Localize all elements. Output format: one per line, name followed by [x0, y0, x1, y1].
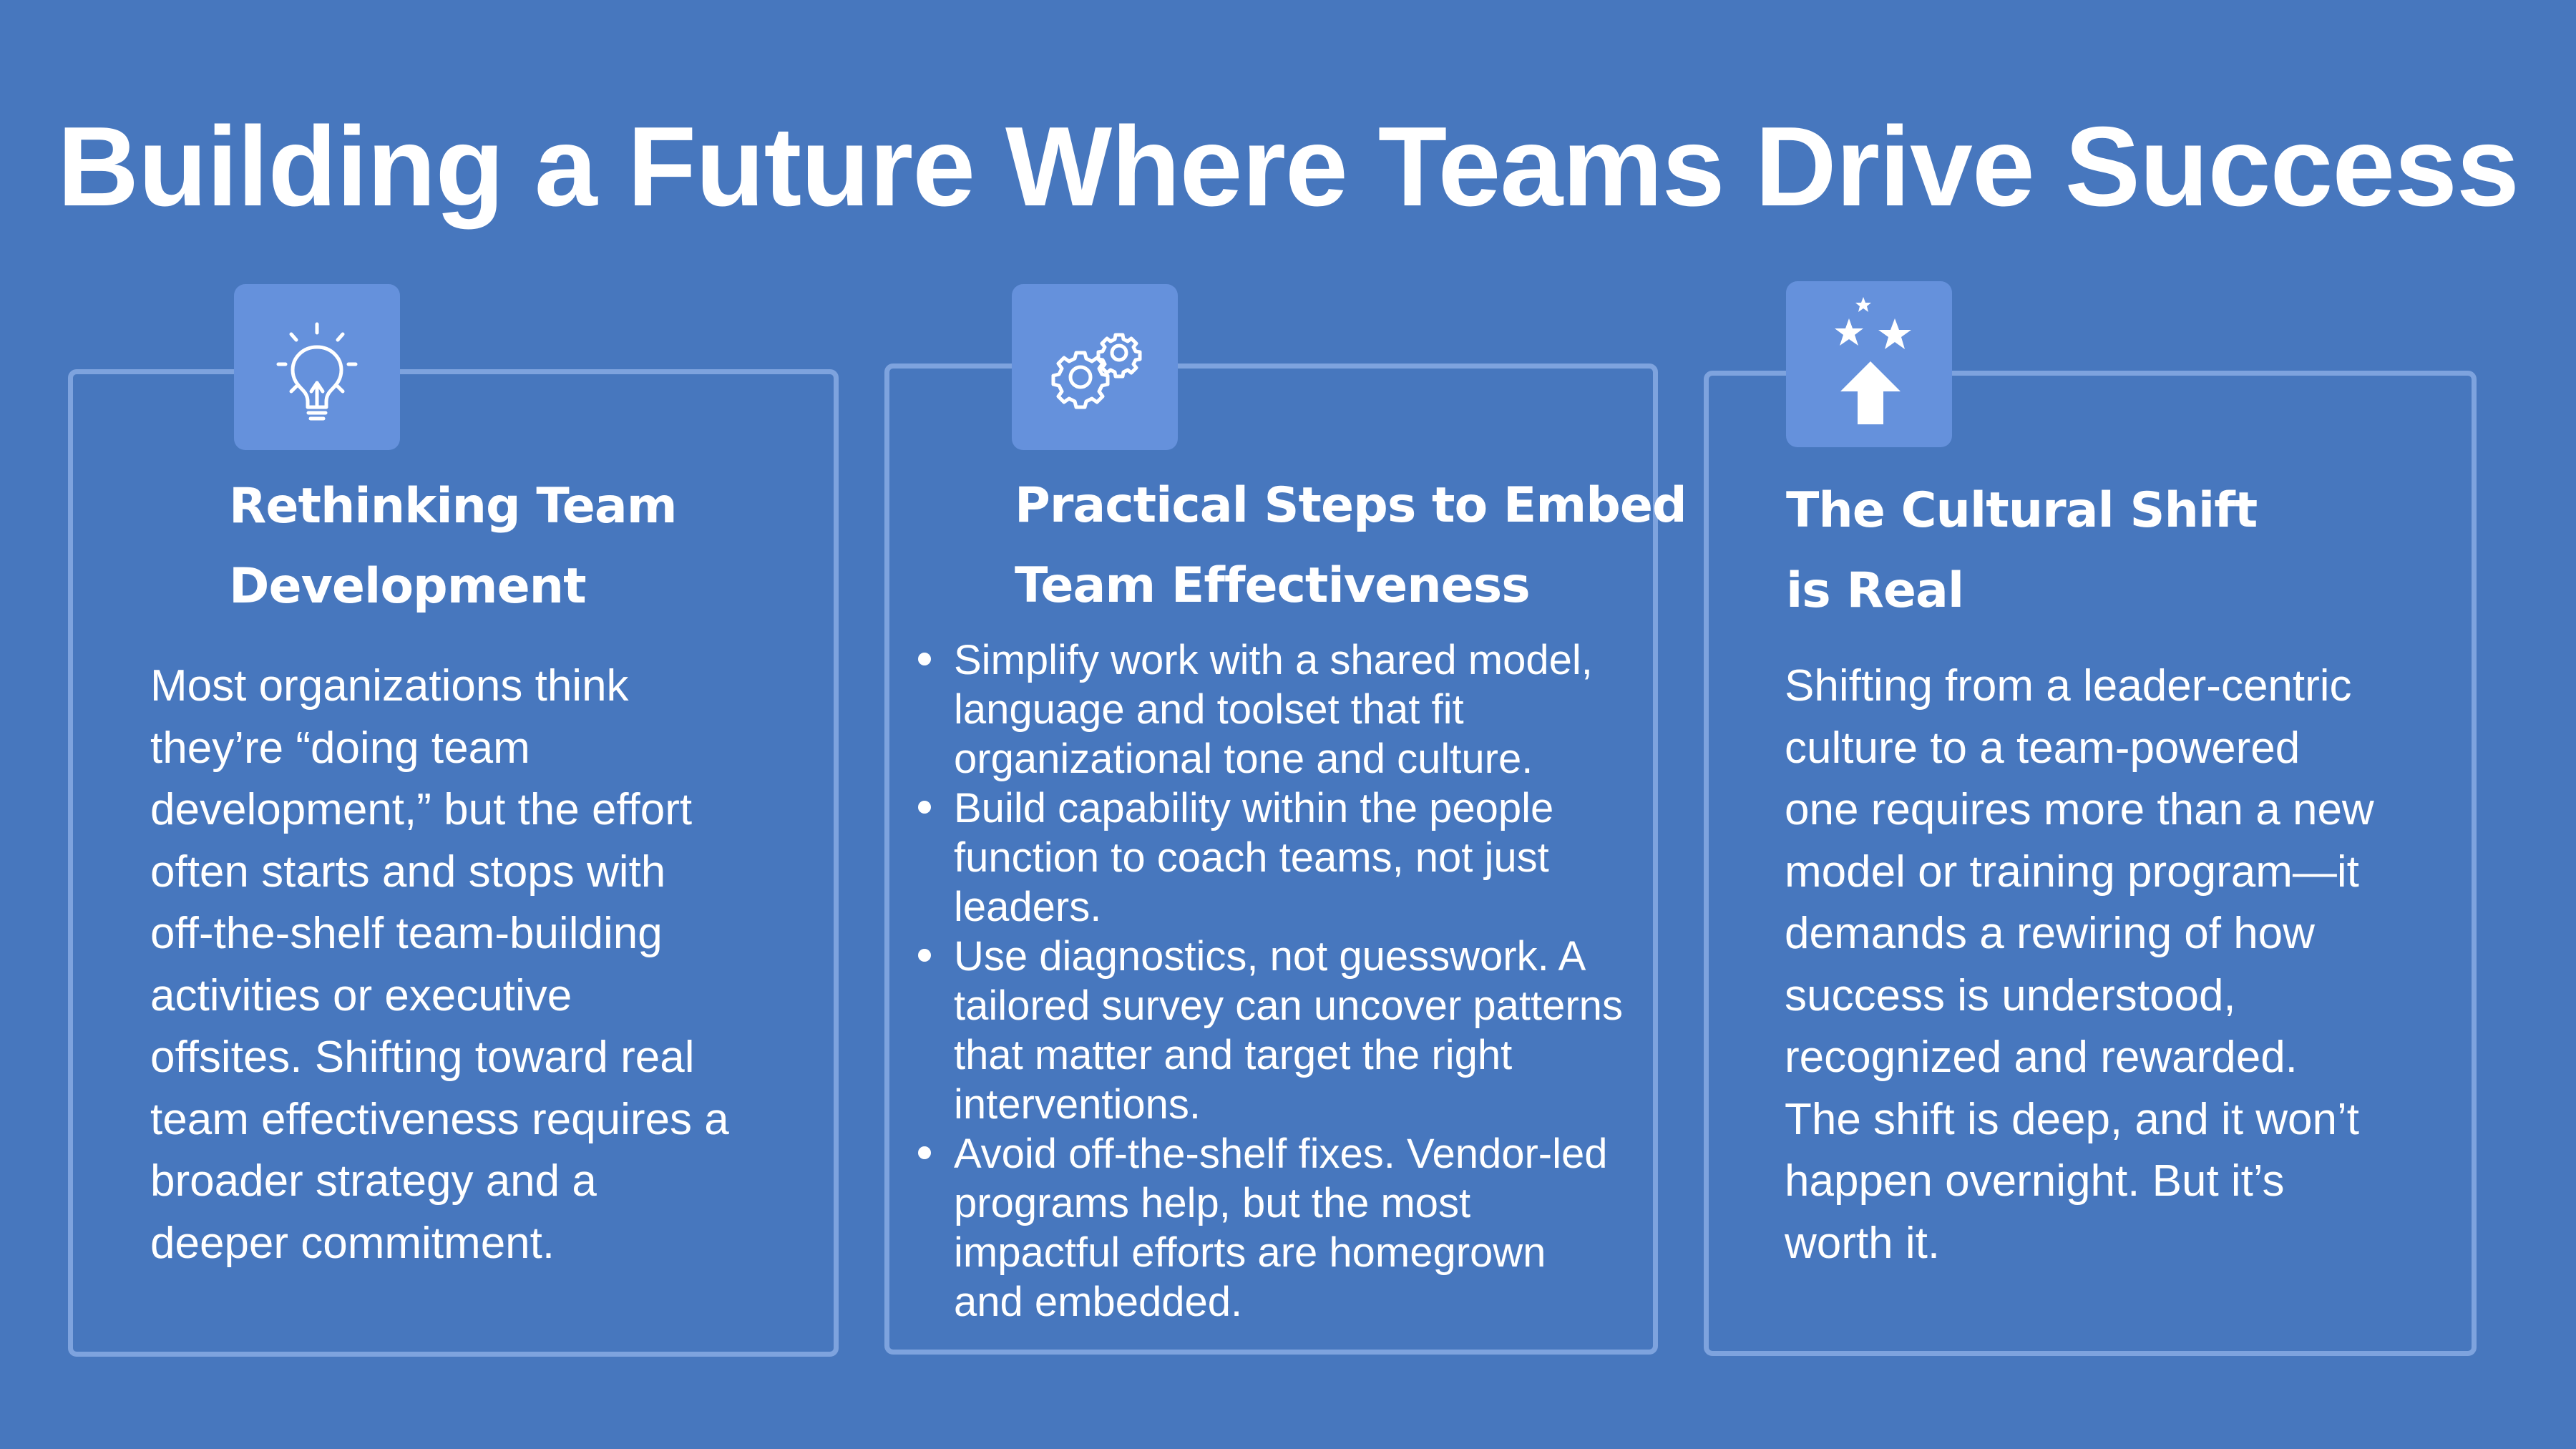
card-title: Practical Steps to Embed Team Effectiven…	[1015, 477, 1687, 614]
card-title: The Cultural Shift is Real	[1786, 482, 2258, 619]
stars-arrow-up-icon-box	[1786, 281, 1952, 447]
bullet-icon	[918, 653, 931, 665]
card-body-text: Shifting from a leader-centric culture t…	[1785, 661, 2374, 1268]
list-item: Simplify work with a shared model,langua…	[918, 635, 1623, 784]
card-rethinking-team-development	[68, 369, 839, 1357]
bullet-icon	[918, 949, 931, 962]
gears-icon	[1051, 333, 1142, 409]
card-title: Rethinking Team Development	[229, 478, 678, 615]
lightbulb-icon	[276, 322, 358, 421]
bullet-icon	[918, 801, 931, 814]
gears-icon-box	[1012, 284, 1178, 450]
card-cultural-shift	[1704, 371, 2477, 1356]
card-body-text: Most organizations think they’re “doing …	[150, 661, 729, 1268]
stars-arrow-up-icon	[1835, 297, 1911, 424]
page-title: Building a Future Where Teams Drive Succ…	[57, 104, 2519, 230]
bullet-icon	[918, 1146, 931, 1159]
card-practical-steps	[884, 364, 1658, 1355]
lightbulb-icon-box	[234, 284, 400, 450]
steps-bullet-list: Simplify work with a shared model,langua…	[918, 635, 1623, 1327]
